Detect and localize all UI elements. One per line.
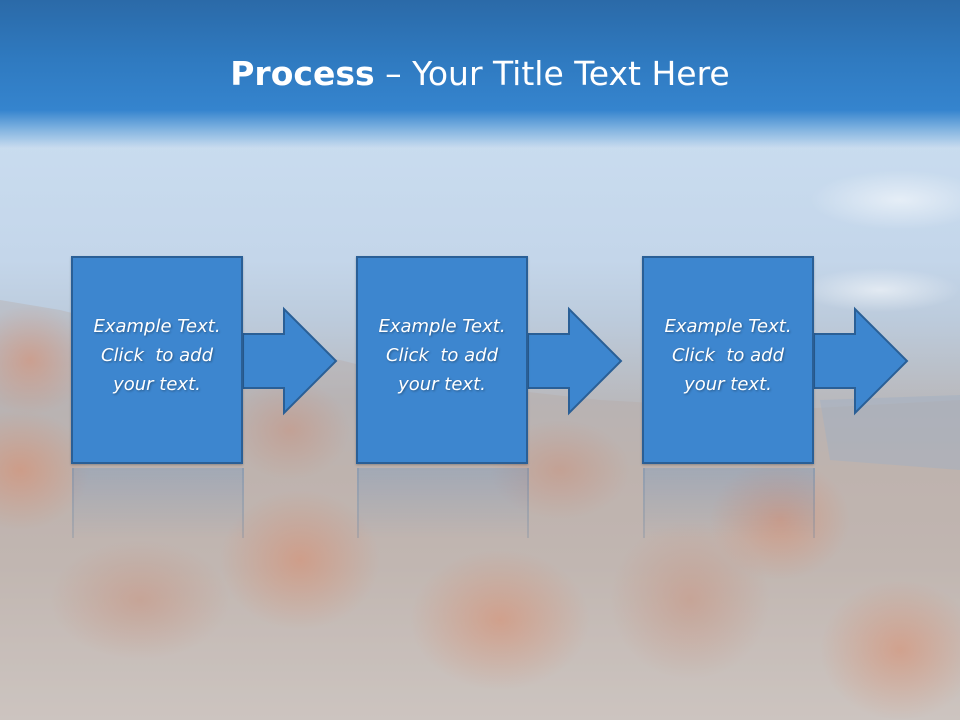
step-2-text[interactable]: Example Text. Click to add your text. bbox=[358, 312, 526, 399]
step-1-reflection bbox=[72, 468, 244, 538]
slide-title[interactable]: Process – Your Title Text Here bbox=[0, 52, 960, 96]
step-1-box[interactable]: Example Text. Click to add your text. bbox=[71, 256, 243, 464]
step-3-line-3: your text. bbox=[684, 374, 772, 395]
arrow-1 bbox=[242, 306, 338, 416]
arrow-2 bbox=[527, 306, 623, 416]
step-3-text[interactable]: Example Text. Click to add your text. bbox=[644, 312, 812, 399]
step-1-line-2: Click to add bbox=[100, 345, 213, 366]
step-1-line-1: Example Text. bbox=[93, 316, 221, 337]
step-3-line-1: Example Text. bbox=[664, 316, 792, 337]
step-1-text[interactable]: Example Text. Click to add your text. bbox=[73, 312, 241, 399]
step-1-line-3: your text. bbox=[113, 374, 201, 395]
step-2-line-3: your text. bbox=[398, 374, 486, 395]
arrow-3 bbox=[813, 306, 909, 416]
step-3-box[interactable]: Example Text. Click to add your text. bbox=[642, 256, 814, 464]
step-2-reflection bbox=[357, 468, 529, 538]
step-2-line-1: Example Text. bbox=[378, 316, 506, 337]
step-3-line-2: Click to add bbox=[671, 345, 784, 366]
title-bar bbox=[0, 0, 960, 148]
step-3-reflection bbox=[643, 468, 815, 538]
title-rest: – Your Title Text Here bbox=[374, 54, 730, 93]
step-2-box[interactable]: Example Text. Click to add your text. bbox=[356, 256, 528, 464]
title-bold: Process bbox=[230, 54, 375, 93]
step-2-line-2: Click to add bbox=[385, 345, 498, 366]
